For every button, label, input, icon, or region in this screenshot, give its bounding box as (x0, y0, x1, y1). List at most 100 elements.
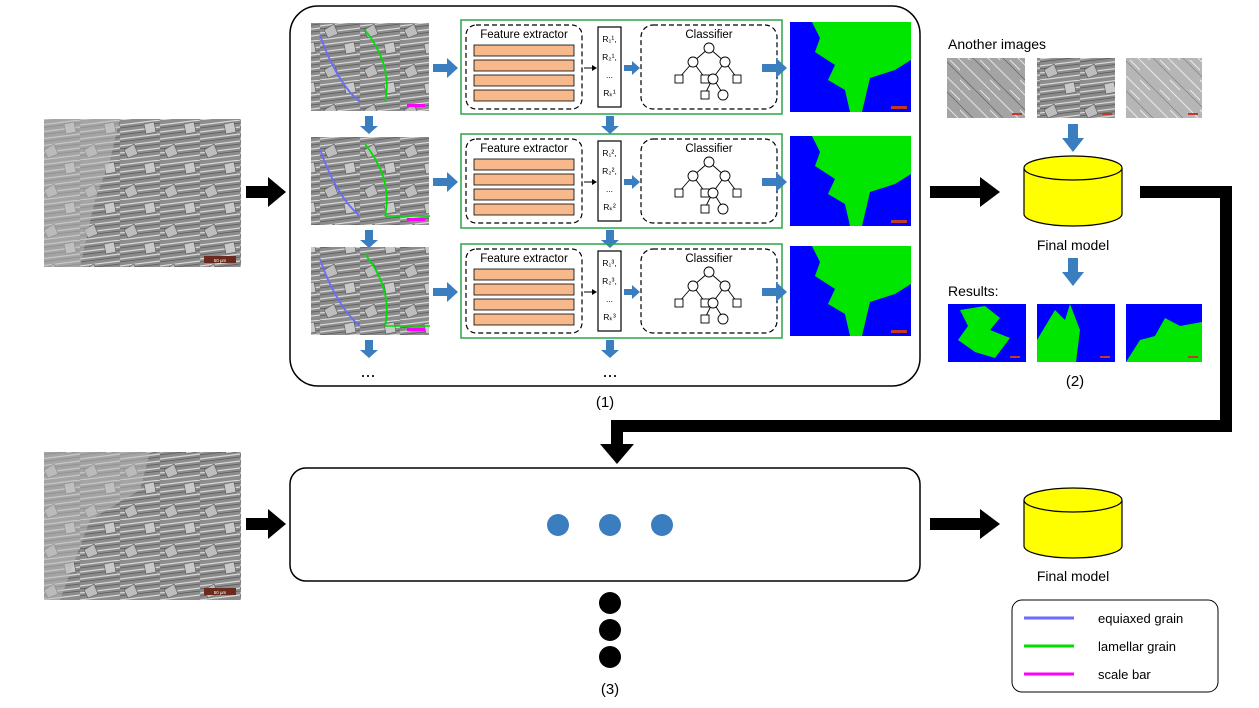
blue-arrow-down (360, 116, 378, 134)
feature-vector-box (597, 26, 622, 108)
stage3-dot-3 (651, 514, 673, 536)
stage3-caption: (3) (601, 681, 619, 698)
legend-item: equiaxed grain (1024, 611, 1183, 626)
stage2-caption: (2) (1066, 373, 1084, 390)
feature-entry: R₂³, (602, 276, 617, 286)
small-arrow (584, 179, 597, 185)
segmentation-output (790, 246, 911, 336)
feature-extractor-label: Feature extractor (480, 253, 568, 265)
stage3-continuation-dot-3 (599, 646, 621, 668)
extractor-layer (473, 158, 575, 171)
blue-arrow-right (433, 58, 458, 78)
scale-bar-marker (407, 328, 425, 331)
legend-label: equiaxed grain (1098, 611, 1183, 626)
black-connector-stage2-to-stage3 (600, 186, 1232, 464)
stage3-continuation-dot-1 (599, 592, 621, 614)
feature-entry: R₁³, (602, 258, 616, 268)
stage3-continuation-dot-2 (599, 619, 621, 641)
feature-vector-box (597, 140, 622, 222)
black-arrow-input-1 (246, 177, 286, 207)
decision-tree-icon (674, 42, 742, 101)
blue-arrow-down (601, 116, 619, 134)
blue-arrow-right (624, 285, 640, 299)
feature-extractor-box (465, 24, 583, 110)
segmentation-output (790, 136, 911, 226)
another-image-1 (947, 58, 1025, 118)
legend-label: lamellar grain (1098, 639, 1176, 654)
final-model-label-1: Final model (1037, 237, 1109, 253)
black-arrow-input-2 (246, 509, 286, 539)
equiaxed-grain-line (319, 258, 361, 327)
blue-arrow-right (433, 172, 458, 192)
black-arrow-stage3-to-model (930, 509, 1000, 539)
scale-bar-marker (407, 218, 425, 221)
feature-entry: Rₖ² (603, 202, 616, 212)
decision-tree-icon (674, 156, 742, 215)
black-arrow-to-model (930, 177, 1000, 207)
blue-arrow-down (601, 230, 619, 248)
extractor-layer (473, 74, 575, 87)
legend-box (1011, 599, 1219, 693)
feature-entry: R₁¹, (602, 34, 616, 44)
scale-bar-label: 50 µm (214, 258, 227, 263)
final-model-label-2: Final model (1037, 568, 1109, 584)
blue-arrow-down-results (1062, 258, 1084, 286)
blue-arrow-right (762, 282, 787, 302)
stage3-dot-2 (599, 514, 621, 536)
feature-entry: ... (606, 294, 613, 304)
results-label: Results: (948, 283, 999, 299)
feature-entry: ... (606, 70, 613, 80)
feature-extractor-label: Feature extractor (480, 143, 568, 155)
result-segmentation-1 (948, 304, 1026, 362)
blue-arrow-down (360, 340, 378, 358)
feature-extractor-box (465, 248, 583, 334)
equiaxed-grain-line (319, 148, 361, 217)
input-micrograph-bottom: 50 µm (44, 452, 241, 600)
scale-bar-label: 50 µm (214, 590, 227, 595)
another-image-2 (1037, 58, 1115, 118)
scale-bar-marker (407, 104, 425, 107)
decision-tree-icon (674, 266, 742, 325)
scale-bar (204, 256, 236, 263)
annotated-micrograph (311, 137, 430, 225)
final-model-cylinder-1 (1023, 155, 1123, 227)
segmentation-output (790, 22, 911, 112)
feature-entry: Rₖ³ (603, 312, 616, 322)
another-image-3 (1126, 58, 1202, 118)
blue-arrow-right (762, 58, 787, 78)
feature-entry: R₂², (602, 166, 617, 176)
extractor-layer (473, 89, 575, 102)
legend-item: scale bar (1024, 667, 1151, 682)
feature-entry: R₁², (602, 148, 616, 158)
annotated-micrograph (311, 23, 429, 111)
blue-arrow-right (624, 175, 640, 189)
lamellar-grain-line (364, 253, 388, 327)
legend-label: scale bar (1098, 667, 1151, 682)
feature-entry: Rₖ¹ (603, 88, 616, 98)
stage1-caption: (1) (596, 394, 614, 411)
extractor-layer (473, 59, 575, 72)
scale-bar-marker (891, 106, 907, 109)
legend-item: lamellar grain (1024, 639, 1176, 654)
blue-arrow-down-images (1062, 124, 1084, 152)
lamellar-grain-line (364, 29, 388, 103)
blue-arrow-down (360, 230, 378, 248)
feature-extractor-label: Feature extractor (480, 29, 568, 41)
blue-arrow-right (762, 172, 787, 192)
extractor-layer (473, 268, 575, 281)
blue-arrow-right (624, 61, 640, 75)
stage1-frame (289, 5, 921, 387)
extractor-layer (473, 188, 575, 201)
extractor-layer (473, 313, 575, 326)
blue-arrow-down (601, 340, 619, 358)
stage1-continuation-left: ... (360, 361, 375, 381)
scale-bar (204, 588, 236, 595)
stage3-dot-1 (547, 514, 569, 536)
input-micrograph-top: 50 µm (44, 119, 241, 267)
classifier-label: Classifier (685, 29, 732, 41)
scale-bar-marker (891, 330, 907, 333)
scale-bar-marker (891, 220, 907, 223)
stage3-frame (289, 467, 921, 582)
